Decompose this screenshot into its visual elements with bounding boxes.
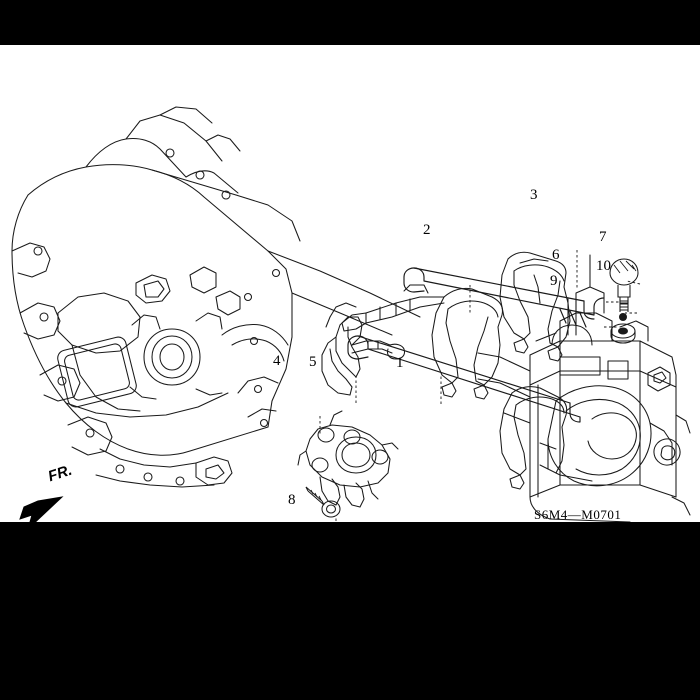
diagram-part-number: S6M4—M0701 [534, 507, 622, 522]
callout-number-3: 3 [530, 187, 538, 203]
shift-fork-part-right-lower [499, 386, 568, 490]
callout-number-5: 5 [309, 354, 317, 370]
steel-ball-part-10 [619, 313, 627, 321]
spring-part-6 [619, 299, 629, 312]
shift-bracket-part-4 [297, 410, 399, 508]
fr-direction-arrow [19, 496, 64, 522]
technical-line-drawing [11, 106, 691, 522]
washer-retainer-part-9 [610, 323, 636, 344]
shift-fork-shaft-upper [403, 267, 605, 328]
bolt-part-7 [609, 258, 639, 304]
transmission-case-right [477, 254, 691, 522]
callout-number-9: 9 [550, 273, 558, 289]
shift-fork-part-3 [499, 251, 571, 362]
transmission-clutch-housing [11, 106, 421, 488]
callout-number-1: 1 [396, 355, 404, 371]
pin-bolt-part-8 [305, 486, 341, 518]
callout-number-2: 2 [423, 222, 431, 238]
leader-7 [626, 280, 641, 285]
shift-arm-part-5 [321, 302, 406, 396]
callout-number-10: 10 [596, 258, 611, 274]
callout-number-8: 8 [288, 492, 296, 508]
letterbox-bar-bottom [0, 522, 700, 700]
shift-fork-part-2 [341, 284, 503, 400]
letterbox-bar-top [0, 0, 700, 45]
callout-number-4: 4 [273, 353, 281, 369]
callout-number-7: 7 [599, 229, 607, 245]
callout-number-6: 6 [552, 247, 560, 263]
callout-leader-lines [319, 250, 641, 522]
